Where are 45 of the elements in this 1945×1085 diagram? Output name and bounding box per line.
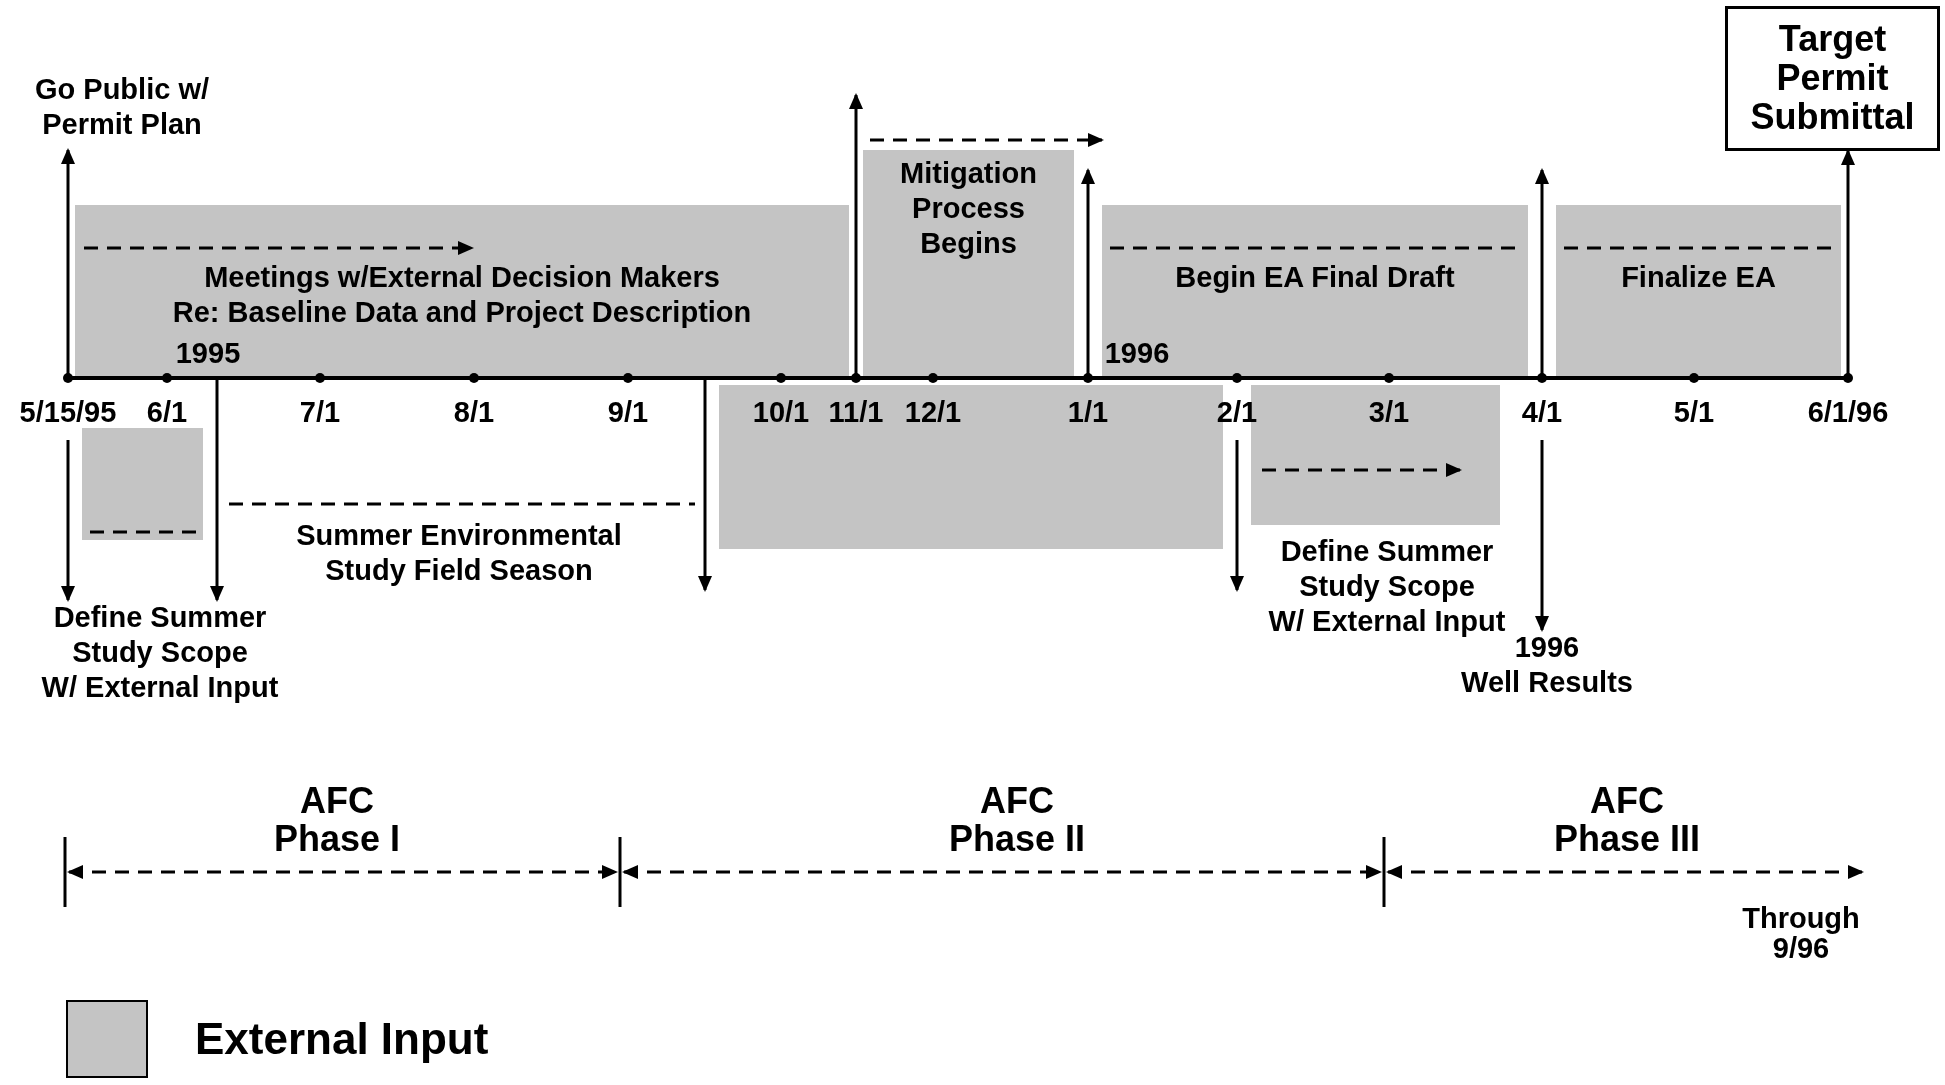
arrow bbox=[210, 380, 224, 602]
tick-label: 8/1 bbox=[453, 397, 495, 427]
shaded-band bbox=[863, 150, 1074, 376]
arrow bbox=[1841, 149, 1855, 376]
milestone-label: Define Summer Study Scope W/ External Input bbox=[15, 600, 305, 708]
year-label: 1996 bbox=[1104, 338, 1170, 368]
tick-label: 7/1 bbox=[299, 397, 341, 427]
shaded-band bbox=[1556, 205, 1841, 376]
legend-label: External Input bbox=[195, 1014, 489, 1064]
year-label: 1995 bbox=[175, 338, 241, 368]
tick-label: 10/1 bbox=[752, 397, 810, 427]
tick-label: 12/1 bbox=[904, 397, 962, 427]
tick-label: 3/1 bbox=[1368, 397, 1410, 427]
tick-label: 6/1 bbox=[146, 397, 188, 427]
arrow bbox=[61, 148, 75, 376]
arrow bbox=[1081, 168, 1095, 376]
milestone-box bbox=[1725, 6, 1940, 151]
shaded-band bbox=[1102, 205, 1528, 376]
arrow bbox=[849, 93, 863, 376]
tick-label: 6/1/96 bbox=[1807, 397, 1889, 427]
arrow bbox=[61, 440, 75, 602]
band-label: Meetings w/External Decision Makers Re: Baseline Data and Project Description bbox=[171, 260, 753, 330]
note-label: Through 9/96 bbox=[1741, 903, 1861, 963]
phase-label: AFC Phase II bbox=[947, 782, 1087, 858]
arrow bbox=[698, 380, 712, 592]
phase-label: AFC Phase III bbox=[1552, 782, 1702, 858]
arrow bbox=[1535, 440, 1549, 632]
tick-label: 2/1 bbox=[1216, 397, 1258, 427]
shaded-box bbox=[82, 428, 203, 540]
phase-label: AFC Phase I bbox=[272, 782, 402, 858]
milestone-label: Target Permit Submittal bbox=[1749, 19, 1916, 136]
tick-label: 4/1 bbox=[1521, 397, 1563, 427]
arrow bbox=[1535, 168, 1549, 376]
band-label: Finalize EA bbox=[1620, 260, 1777, 295]
tick-label: 5/1 bbox=[1673, 397, 1715, 427]
arrow bbox=[1230, 440, 1244, 592]
milestone-label: Go Public w/ Permit Plan bbox=[22, 72, 222, 150]
band-label: Mitigation Process Begins bbox=[899, 156, 1038, 261]
tick-label: 9/1 bbox=[607, 397, 649, 427]
tick-label: 11/1 bbox=[828, 397, 884, 427]
band-label: Begin EA Final Draft bbox=[1174, 260, 1456, 295]
shaded-band bbox=[75, 205, 849, 376]
tick-label: 5/15/95 bbox=[19, 397, 117, 427]
period-label: Summer Environmental Study Field Season bbox=[279, 518, 639, 588]
tick-label: 1/1 bbox=[1067, 397, 1109, 427]
